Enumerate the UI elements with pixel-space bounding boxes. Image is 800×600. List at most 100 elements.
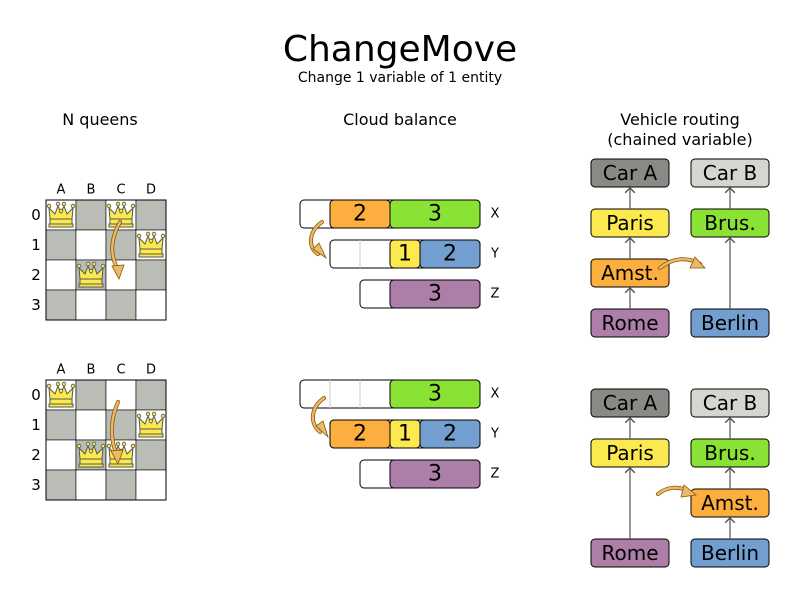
vrp-node-label: Amst. — [601, 261, 659, 285]
computer-label: Z — [491, 467, 500, 482]
vrp-node-label: Car B — [703, 391, 758, 415]
vrp-before-amst: Amst. — [590, 258, 670, 288]
vrp-after-brus: Brus. — [690, 438, 770, 468]
board-square — [75, 409, 107, 441]
process-label: 2 — [443, 422, 457, 447]
vrp-node-label: Brus. — [704, 441, 755, 465]
nq-move-arrow-before — [110, 220, 125, 280]
nq-after-col-label: A — [57, 363, 66, 378]
queen-jewel — [130, 443, 136, 449]
vrp-after-berlin: Berlin — [690, 538, 770, 568]
queen-foot — [138, 433, 164, 438]
vrp-node-label: Car B — [703, 161, 758, 185]
queen-jewel — [55, 381, 61, 387]
queen-jewel — [58, 208, 64, 214]
board-square — [75, 289, 107, 321]
queen-jewel — [46, 383, 52, 389]
board-square — [105, 289, 137, 321]
process-label: 3 — [428, 382, 442, 407]
queen-jewel — [106, 443, 112, 449]
board-square — [75, 229, 107, 261]
nq-after-row-label: 3 — [31, 476, 41, 494]
queen-jewel — [88, 448, 94, 454]
vrp-before-brus: Brus. — [690, 208, 770, 238]
computer-label: Y — [490, 247, 499, 262]
queen-foot — [48, 223, 74, 228]
queen-jewel — [148, 238, 154, 244]
queen-jewel — [136, 233, 142, 239]
nqueens-title: N queens — [62, 110, 138, 129]
queen-jewel — [151, 411, 157, 417]
nq-after-queen-A0 — [46, 381, 76, 408]
queen-base — [139, 248, 163, 255]
queen-jewel — [121, 201, 127, 207]
move-arrow-head — [689, 256, 706, 269]
move-arrow-head — [680, 484, 697, 498]
process-label: 2 — [353, 422, 367, 447]
queen-jewel — [85, 441, 91, 447]
nq-before-col-label: A — [57, 183, 66, 198]
queen-jewel — [70, 383, 76, 389]
queen-jewel — [100, 263, 106, 269]
queen-jewel — [145, 411, 151, 417]
board-square — [75, 379, 107, 411]
cloud-balance-title: Cloud balance — [343, 110, 457, 129]
nq-after-col-label: B — [87, 363, 96, 378]
vrp-before-paris: Paris — [590, 208, 670, 238]
queen-base — [109, 458, 133, 465]
queen-jewel — [88, 268, 94, 274]
board-square — [105, 229, 137, 261]
move-arrow-head — [312, 242, 327, 260]
queen-jewel — [160, 233, 166, 239]
nq-before-row-label: 1 — [31, 236, 41, 254]
nq-after-col-label: D — [146, 363, 156, 378]
nq-before-row-label: 0 — [31, 206, 41, 224]
queen-foot — [78, 463, 104, 468]
board-square — [45, 439, 77, 471]
nq-after-col-label: C — [116, 363, 125, 378]
queen-jewel — [76, 263, 82, 269]
vrp-node-label: Rome — [601, 541, 658, 565]
process-label: 2 — [443, 242, 457, 267]
board-square — [45, 259, 77, 291]
vrp-after-rome: Rome — [590, 538, 670, 568]
computer-label: X — [491, 207, 500, 222]
board-square — [135, 259, 167, 291]
cloud-before-computer-Y: 2 1 Y — [329, 239, 499, 269]
process-label: 1 — [398, 242, 412, 267]
board-square — [75, 469, 107, 501]
vrp-node-label: Rome — [601, 311, 658, 335]
board-border — [45, 199, 167, 321]
nq-before-row-label: 3 — [31, 296, 41, 314]
queen-base — [49, 398, 73, 405]
vrp-before-car-b: Car B — [690, 158, 770, 188]
vrp-after-car-b: Car B — [690, 388, 770, 418]
board-square — [135, 199, 167, 231]
vehicle-routing-title: Vehicle routing — [620, 110, 740, 129]
move-arrow-head — [315, 420, 329, 439]
nq-before-col-label: C — [116, 183, 125, 198]
nq-move-arrow-after — [109, 400, 124, 465]
nq-before-col-label: D — [146, 183, 156, 198]
page-title: ChangeMove — [282, 29, 518, 70]
vrp-node-label: Car A — [603, 161, 658, 185]
queen-jewel — [58, 388, 64, 394]
nq-after-queen-D1 — [136, 411, 166, 438]
queen-foot — [138, 253, 164, 258]
queen-jewel — [148, 418, 154, 424]
vrp-move-arrow-after — [656, 484, 697, 498]
queen-foot — [108, 463, 134, 468]
queen-jewel — [70, 203, 76, 209]
board-square — [135, 379, 167, 411]
vrp-node-label: Berlin — [701, 541, 759, 565]
process-block — [389, 379, 481, 409]
nq-before-col-label: B — [87, 183, 96, 198]
nq-before-queen-A0 — [46, 201, 76, 228]
computer-label: X — [491, 387, 500, 402]
queen-jewel — [61, 201, 67, 207]
queen-jewel — [91, 261, 97, 267]
